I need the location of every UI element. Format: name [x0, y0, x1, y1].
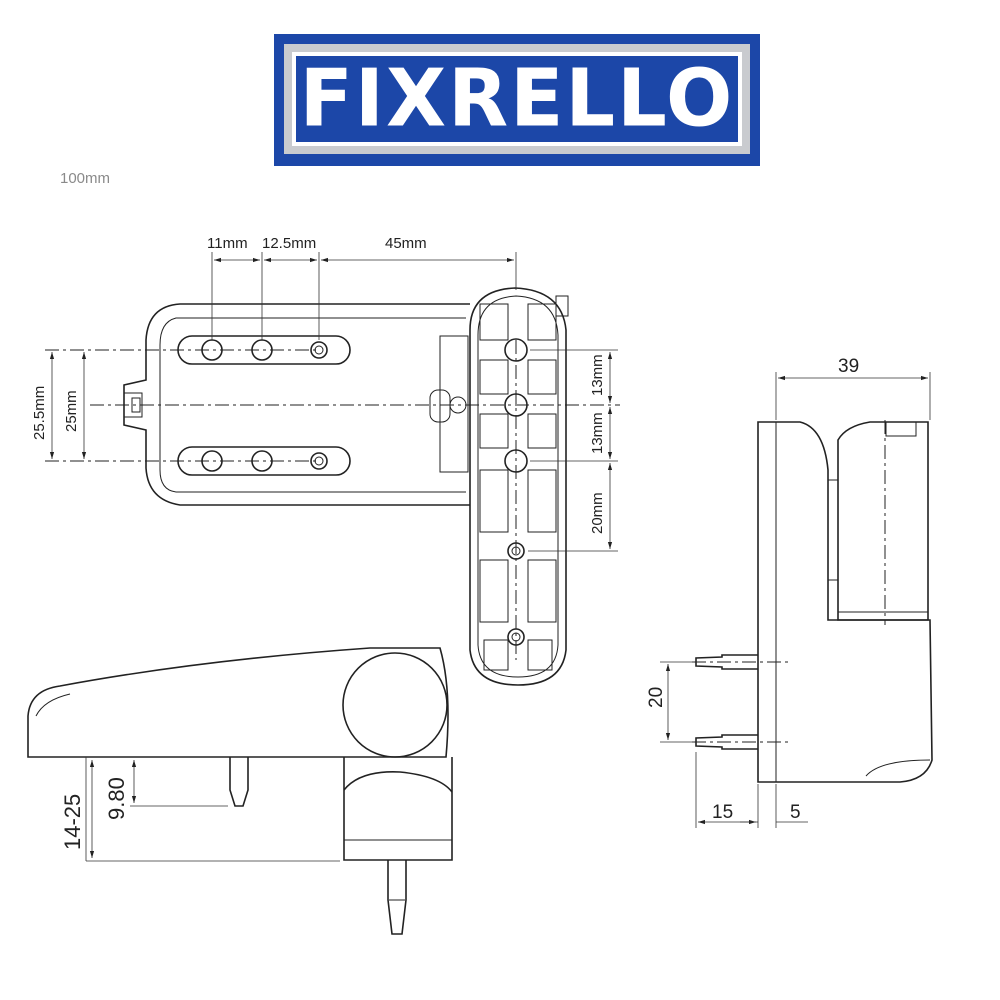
dim-label-11mm: 11mm: [207, 235, 248, 252]
plan-screw: [310, 341, 328, 359]
front-knuckle: [342, 652, 448, 758]
side-spacer: [827, 479, 839, 581]
frame-leaf-outline: [469, 287, 567, 686]
plan-body-inner: [159, 317, 466, 493]
logo-wordmark: FIXRELLO: [299, 53, 735, 145]
dim-label-13mm-b: 13mm: [589, 412, 606, 454]
leaf-tab: [555, 295, 569, 317]
logo-panel: FIXRELLO: [296, 56, 738, 142]
side-plate-outline: [757, 421, 933, 783]
side-knuckle-cap: [885, 421, 917, 437]
frame-leaf-inner: [477, 295, 559, 678]
frame-leaf-cells: [479, 303, 557, 671]
dim-label-39: 39: [838, 356, 859, 377]
fixrello-logo: FIXRELLO: [274, 34, 760, 166]
plan-screw: [310, 452, 328, 470]
dim-label-20-side: 20: [646, 687, 667, 708]
logo-border: FIXRELLO: [284, 44, 750, 154]
front-lower-block: [343, 757, 453, 861]
dim-label-45mm: 45mm: [385, 235, 427, 252]
dim-label-20mm: 20mm: [589, 492, 606, 534]
front-short-pin: [229, 757, 249, 807]
front-lower-curve: [343, 771, 453, 793]
dim-label-14-25: 14-25: [60, 794, 85, 850]
front-view: 14-25 9.80: [27, 647, 453, 935]
logo-white-band: FIXRELLO: [292, 52, 742, 146]
side-knuckle-block: [837, 421, 929, 621]
front-long-pin: [387, 860, 407, 935]
plan-view: 11mm 12.5mm 45mm 25.5mm 25mm 13mm 13mm 2…: [31, 235, 620, 686]
scale-note: 100mm: [60, 170, 111, 187]
front-body-outline: [27, 647, 449, 758]
dim-label-25-5mm: 25.5mm: [31, 386, 48, 440]
dim-label-15: 15: [712, 802, 733, 823]
side-foot-curve: [865, 759, 931, 777]
front-body-highlight: [35, 693, 71, 717]
plan-connector-block: [439, 335, 469, 473]
dim-label-25mm: 25mm: [63, 390, 80, 432]
dim-label-13mm-a: 13mm: [589, 354, 606, 396]
dim-label-9-80: 9.80: [104, 777, 129, 820]
dim-label-12-5mm: 12.5mm: [262, 235, 316, 252]
plan-screw-core: [314, 456, 324, 466]
side-view: 39 20 15 5: [646, 356, 933, 828]
dim-label-5: 5: [790, 802, 801, 823]
plan-screw-core: [314, 345, 324, 355]
